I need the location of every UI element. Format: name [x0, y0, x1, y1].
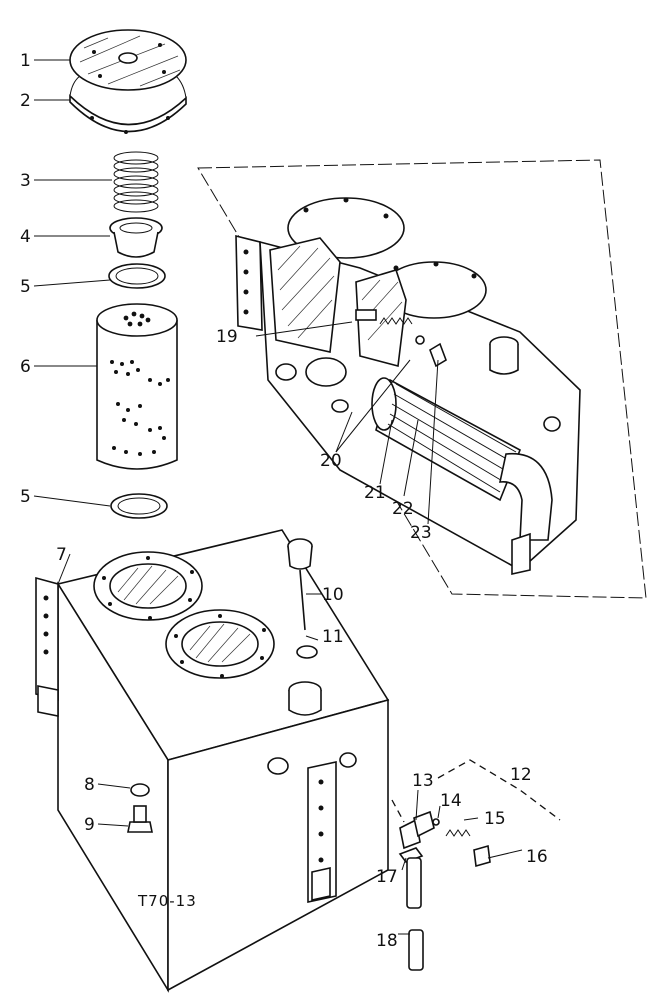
callout-8: 8 [84, 775, 95, 795]
part-valve-cup [109, 217, 163, 258]
callout-19: 19 [216, 327, 238, 347]
part-filter-opening-2 [165, 609, 275, 679]
assembly-line-valve [391, 799, 405, 823]
part-gasket-flange [69, 75, 187, 134]
part-filter-opening-1 [93, 551, 203, 621]
callout-21: 21 [364, 483, 386, 503]
callout-6: 6 [20, 357, 31, 377]
callout-12: 12 [510, 765, 532, 785]
callout-17: 17 [376, 867, 398, 887]
callout-14: 14 [440, 791, 462, 811]
callout-leaders [33, 59, 523, 935]
callout-1: 1 [20, 51, 31, 71]
callout-20: 20 [320, 451, 342, 471]
part-valve-spring [445, 829, 471, 837]
part-dipstick-washer [296, 645, 318, 659]
callout-11: 11 [322, 627, 344, 647]
callout-5-upper: 5 [20, 277, 31, 297]
callout-15: 15 [484, 809, 506, 829]
figure-caption: T70-13 [137, 892, 197, 910]
part-filter-element [96, 303, 178, 470]
part-hose-lower [408, 929, 424, 971]
callout-2: 2 [20, 91, 31, 111]
part-cover-plate [69, 29, 187, 91]
callout-16: 16 [526, 847, 548, 867]
callout-5-lower: 5 [20, 487, 31, 507]
part-seal-ring-lower [110, 493, 168, 519]
part-drain-plug [127, 805, 153, 833]
part-seal-ring-upper [108, 263, 166, 289]
part-dipstick [287, 538, 313, 631]
part-ball [432, 818, 440, 826]
part-hose-upper [406, 857, 422, 909]
callout-9: 9 [84, 815, 95, 835]
part-cap-nut [473, 844, 491, 868]
part-elbow-fitting [399, 810, 435, 850]
callout-7: 7 [56, 545, 67, 565]
callout-4: 4 [20, 227, 31, 247]
callout-3: 3 [20, 171, 31, 191]
part-drain-washer [130, 783, 150, 797]
callout-22: 22 [392, 499, 414, 519]
callout-10: 10 [322, 585, 344, 605]
callout-23: 23 [410, 523, 432, 543]
group-bracket-12 [437, 759, 561, 821]
part-spring [113, 151, 159, 213]
callout-13: 13 [412, 771, 434, 791]
callout-18: 18 [376, 931, 398, 951]
